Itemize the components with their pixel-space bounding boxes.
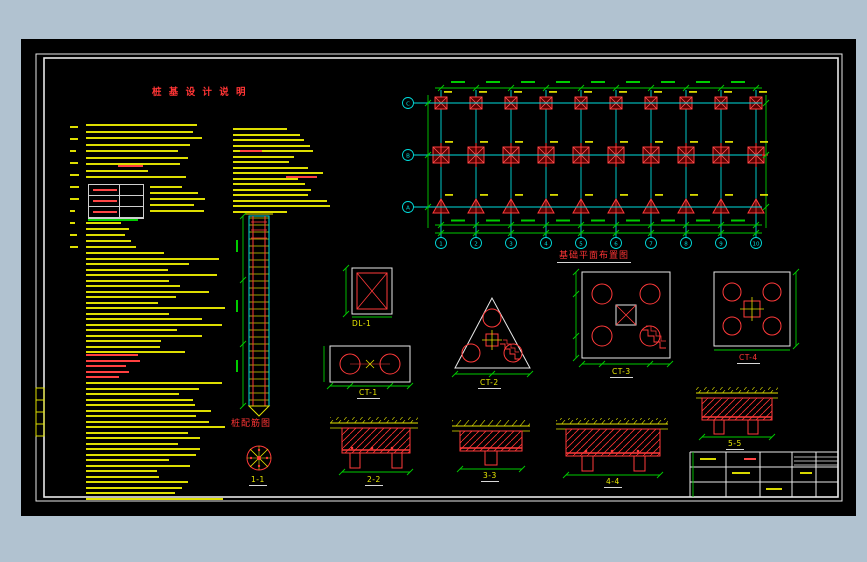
drawing-frame (35, 53, 843, 502)
ct1-detail (323, 345, 414, 390)
label-2-2: 2-2 (365, 475, 383, 486)
svg-text:10: 10 (753, 242, 760, 248)
label-ct2: CT-2 (478, 378, 501, 389)
label-4-4: 4-4 (604, 477, 622, 488)
label-3-3: 3-3 (481, 471, 499, 482)
svg-text:1: 1 (439, 242, 443, 248)
svg-text:B: B (406, 154, 410, 160)
svg-text:9: 9 (719, 242, 723, 248)
label-1-1: 1-1 (249, 475, 267, 486)
section-5-5-detail (696, 387, 778, 441)
section-4-4-detail (556, 418, 668, 479)
plan-title: 基础平面布置图 (557, 251, 632, 263)
notes-table (88, 184, 144, 219)
section-1-1-detail (246, 445, 272, 471)
section-3-3-detail (452, 420, 530, 473)
title-block (689, 451, 838, 497)
label-dl1: DL-1 (352, 319, 372, 328)
svg-text:2: 2 (474, 242, 478, 248)
label-ct3: CT-3 (610, 367, 633, 378)
pile-detail-title: 桩配筋图 (231, 419, 272, 429)
svg-text:6: 6 (614, 242, 618, 248)
section-2-2-detail (330, 417, 418, 476)
ct3-detail (572, 268, 674, 368)
label-5-5: 5-5 (726, 439, 744, 450)
svg-text:5: 5 (579, 242, 583, 248)
svg-text:7: 7 (649, 242, 653, 248)
ct2-detail (451, 296, 534, 378)
notes-table-underline (88, 219, 138, 221)
svg-text:8: 8 (684, 242, 688, 248)
label-ct4: CT-4 (737, 353, 760, 364)
svg-text:A: A (406, 206, 410, 212)
foundation-plan: 1 2 3 4 5 6 7 8 9 10 C B A (402, 81, 770, 249)
ct4-detail (713, 268, 800, 351)
pile-elevation-detail (236, 212, 273, 417)
dl1-detail (342, 264, 393, 318)
label-ct1: CT-1 (357, 388, 380, 399)
svg-text:3: 3 (509, 242, 513, 248)
svg-text:C: C (406, 102, 410, 108)
main-title: 桩 基 设 计 说 明 (152, 87, 248, 98)
svg-text:4: 4 (544, 242, 548, 248)
drawing-canvas[interactable] (21, 39, 856, 516)
